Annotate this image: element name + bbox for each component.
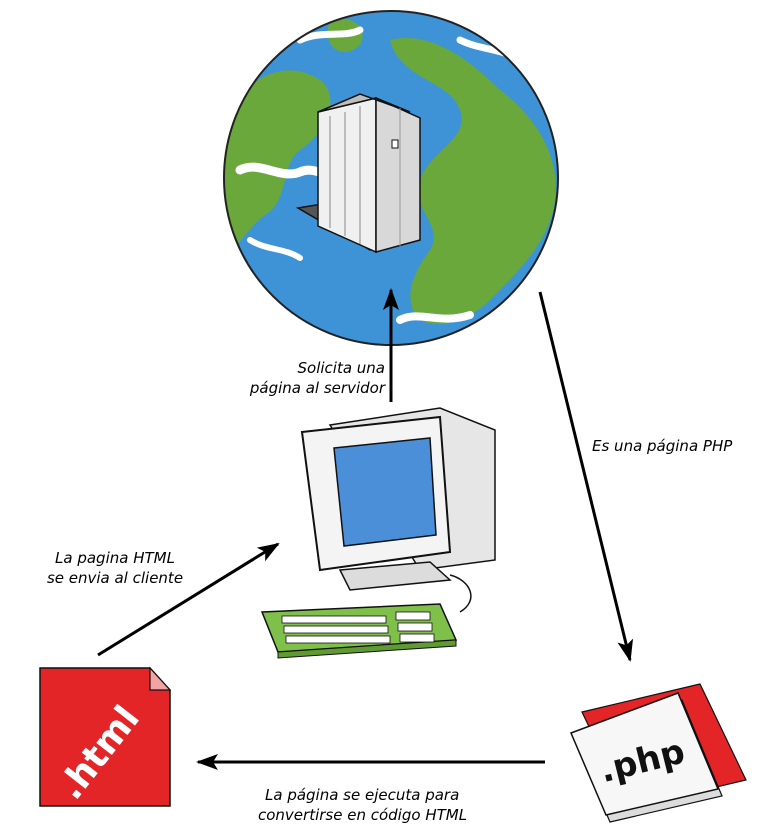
- is-php-label: Es una página PHP: [592, 437, 733, 455]
- arrow-is-php: [538, 291, 634, 662]
- computer-icon: [300, 407, 496, 613]
- arrow-sent-to-client: [97, 542, 280, 657]
- sent-label-line1: La pagina HTML: [55, 549, 175, 567]
- request-label-line1: Solicita una: [297, 359, 386, 377]
- execute-label-line1: La página se ejecuta para: [265, 786, 460, 804]
- server-icon: [295, 93, 421, 254]
- php-file-icon: .php: [570, 683, 747, 823]
- html-file-icon: .html: [39, 666, 172, 807]
- keyboard-icon: [260, 603, 458, 659]
- screen: [333, 437, 437, 547]
- request-label-line2: página al servidor: [249, 379, 385, 397]
- execute-label-line2: convertirse en código HTML: [258, 806, 468, 824]
- sent-label-line2: se envia al cliente: [46, 569, 184, 587]
